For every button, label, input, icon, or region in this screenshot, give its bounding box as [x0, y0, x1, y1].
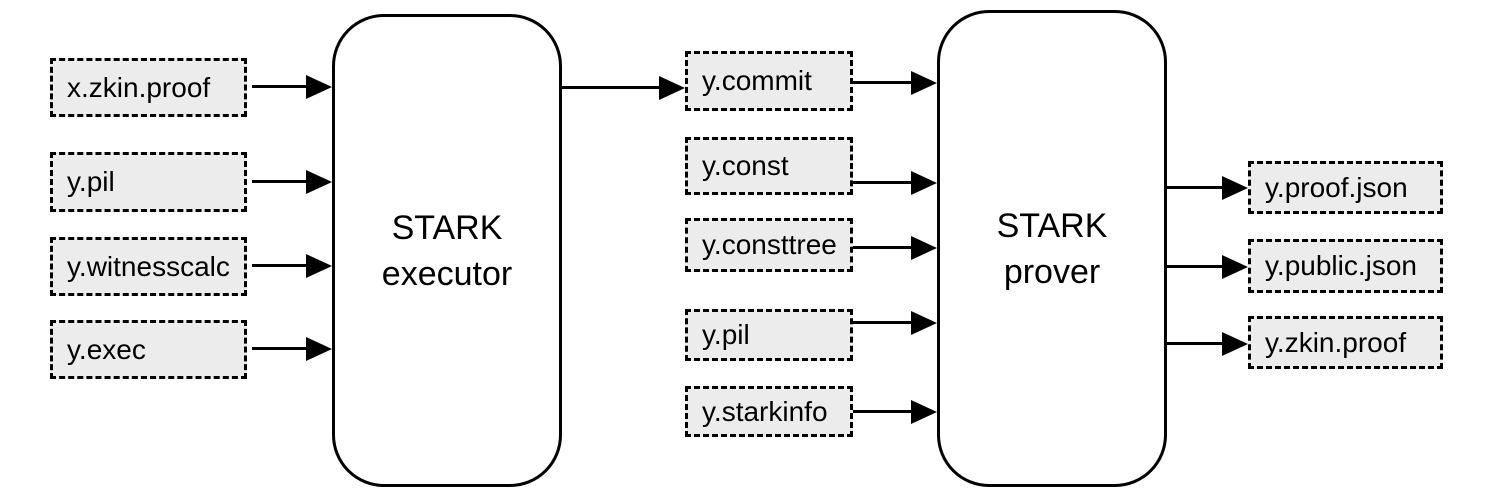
arrowhead-icon — [306, 254, 332, 278]
arrowhead-icon — [1222, 255, 1248, 279]
file-node-y-proof-json: y.proof.json — [1248, 161, 1443, 214]
arrowhead-icon — [911, 171, 937, 195]
file-node-y-consttree: y.consttree — [685, 218, 853, 272]
arrow-line — [853, 410, 919, 413]
file-node-y-exec: y.exec — [50, 320, 247, 379]
arrow-line — [252, 85, 314, 88]
file-node-y-const: y.const — [685, 137, 853, 195]
arrow-line — [562, 86, 667, 89]
arrow-line — [252, 180, 314, 183]
arrow-line — [853, 181, 919, 184]
arrowhead-icon — [1222, 176, 1248, 200]
arrowhead-icon — [1222, 332, 1248, 356]
file-node-y-zkin-proof: y.zkin.proof — [1248, 316, 1443, 369]
arrowhead-icon — [306, 337, 332, 361]
file-node-x-zkin-proof: x.zkin.proof — [50, 58, 247, 117]
arrow-line — [853, 246, 919, 249]
file-node-y-witnesscalc: y.witnesscalc — [50, 237, 247, 296]
arrow-line — [252, 264, 314, 267]
arrow-line — [1167, 186, 1230, 189]
file-node-y-starkinfo: y.starkinfo — [685, 386, 853, 437]
arrowhead-icon — [306, 75, 332, 99]
file-node-y-public-json: y.public.json — [1248, 239, 1443, 293]
arrow-line — [1167, 265, 1230, 268]
arrowhead-icon — [911, 71, 937, 95]
file-node-y-pil-prover: y.pil — [685, 309, 853, 361]
file-node-y-pil-executor: y.pil — [50, 152, 247, 212]
process-stark-executor: STARK executor — [332, 14, 562, 487]
arrowhead-icon — [911, 236, 937, 260]
arrowhead-icon — [659, 76, 685, 100]
arrowhead-icon — [911, 311, 937, 335]
arrow-line — [252, 347, 314, 350]
arrowhead-icon — [911, 400, 937, 424]
arrow-line — [853, 321, 919, 324]
arrow-line — [1167, 342, 1230, 345]
file-node-y-commit: y.commit — [685, 51, 853, 111]
arrowhead-icon — [306, 170, 332, 194]
process-stark-prover: STARK prover — [937, 10, 1167, 487]
arrow-line — [853, 81, 919, 84]
